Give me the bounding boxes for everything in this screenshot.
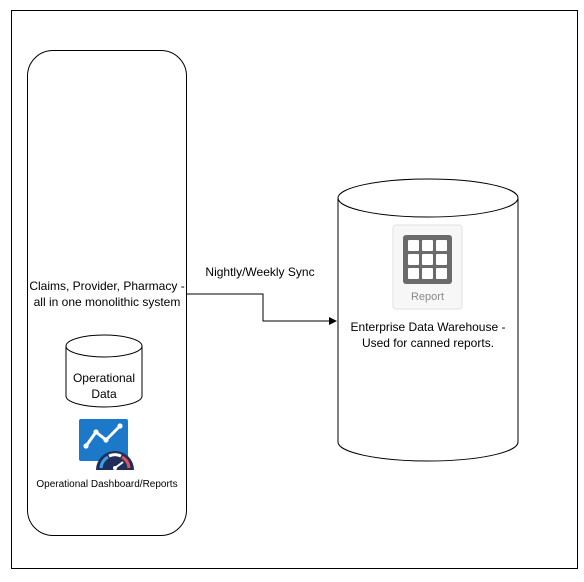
dashboard-chart-icon bbox=[79, 419, 134, 470]
monolith-label: Claims, Provider, Pharmacy - all in one … bbox=[27, 278, 187, 310]
report-label: Report bbox=[410, 291, 445, 303]
data-warehouse-cylinder[interactable] bbox=[337, 178, 519, 462]
report-tile[interactable] bbox=[392, 224, 463, 310]
sync-connector-arrow[interactable] bbox=[187, 293, 337, 325]
grid-icon bbox=[403, 235, 452, 284]
operational-data-label-line2: Data bbox=[91, 387, 117, 401]
diagram-frame bbox=[11, 10, 578, 569]
warehouse-label: Enterprise Data Warehouse - Used for can… bbox=[338, 319, 518, 351]
warehouse-label-line2: Used for canned reports. bbox=[361, 336, 495, 350]
operational-data-label-line1: Operational bbox=[72, 371, 136, 385]
operational-data-cylinder[interactable] bbox=[65, 334, 143, 408]
warehouse-label-line1: Enterprise Data Warehouse - bbox=[350, 320, 506, 334]
monolith-label-line2: all in one monolithic system bbox=[33, 295, 181, 309]
sync-label: Nightly/Weekly Sync bbox=[205, 265, 315, 279]
monolith-label-line1: Claims, Provider, Pharmacy - bbox=[29, 279, 185, 293]
dashboard-label: Operational Dashboard/Reports bbox=[36, 479, 178, 490]
operational-data-label: Operational Data bbox=[66, 370, 142, 402]
